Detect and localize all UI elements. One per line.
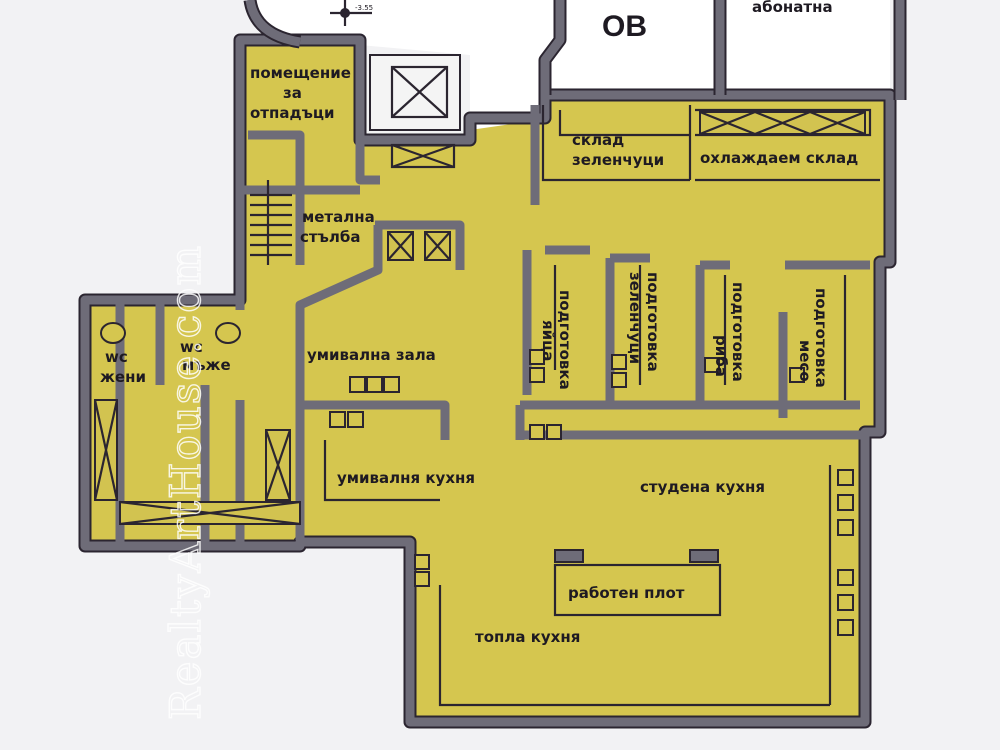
room-label-wash-hall: умивална зала bbox=[307, 346, 436, 364]
room-label-veg-storage-1: склад bbox=[572, 131, 624, 149]
room-label-prep-meat-1: подготовка bbox=[812, 288, 830, 388]
room-label-wc-women-1: wc bbox=[105, 348, 128, 366]
room-label-prep-veg-2: зеленчуци bbox=[626, 272, 644, 364]
elevator-shaft bbox=[369, 54, 461, 261]
room-label-wc-men-2: мъже bbox=[182, 356, 231, 374]
room-label-wash-kitchen: умивалня кухня bbox=[337, 469, 475, 487]
room-label-prep-eggs-1: подготовка bbox=[556, 290, 574, 390]
room-label-abonatna: абонатна bbox=[752, 0, 833, 16]
room-label-cold-storage: охлаждаем склад bbox=[700, 149, 858, 167]
room-label-prep-fish-1: подготовка bbox=[729, 282, 747, 382]
room-label-wc-women-2: жени bbox=[100, 368, 146, 386]
room-label-work-counter: работен плот bbox=[568, 584, 685, 602]
work-counter bbox=[553, 549, 722, 617]
watermark: RealtyArtHouse.com bbox=[161, 244, 210, 720]
toilets bbox=[100, 322, 241, 344]
room-label-prep-fish-2: риба bbox=[712, 335, 730, 377]
room-label-cold-kitchen: студена кухня bbox=[640, 478, 765, 496]
floor-area bbox=[85, 40, 890, 722]
level-mark-value: -3.55 bbox=[355, 4, 373, 12]
room-label-prep-meat-2: месо bbox=[796, 340, 814, 382]
room-label-waste-3: отпадъци bbox=[250, 104, 335, 122]
room-label-hot-kitchen: топла кухня bbox=[475, 628, 580, 646]
room-label-prep-eggs-2: яйца bbox=[539, 320, 557, 361]
room-label-ov: ОВ bbox=[602, 10, 647, 43]
room-label-waste-2: за bbox=[283, 84, 302, 102]
level-mark bbox=[330, 0, 372, 26]
exterior-walls bbox=[78, 0, 907, 729]
room-label-veg-storage-2: зеленчуци bbox=[572, 151, 664, 169]
room-label-stair-2: стълба bbox=[300, 228, 360, 246]
metal-stair bbox=[250, 180, 292, 265]
room-label-prep-veg-1: подготовка bbox=[644, 272, 662, 372]
storage-shelves bbox=[93, 110, 866, 526]
sinks bbox=[329, 349, 854, 636]
room-label-waste-1: помещение bbox=[250, 64, 351, 82]
interior-walls bbox=[115, 105, 880, 707]
room-label-wc-men-1: wc bbox=[180, 338, 203, 356]
room-label-stair-1: метална bbox=[302, 208, 375, 226]
